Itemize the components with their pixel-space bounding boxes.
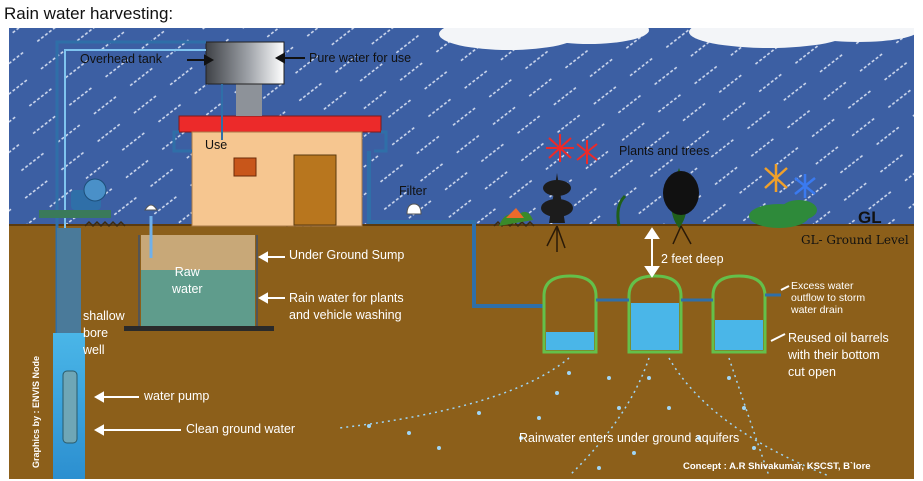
bore-well-line-2: bore bbox=[83, 326, 109, 340]
label-clean-ground-water: Clean ground water bbox=[186, 422, 296, 436]
bore-well-line-3: well bbox=[83, 343, 105, 357]
label-water-pump: water pump bbox=[144, 389, 210, 403]
label-two-feet-deep: 2 feet deep bbox=[661, 252, 724, 266]
shrub bbox=[749, 200, 817, 228]
label-rainwater-aquifers: Rainwater enters under ground aquifers bbox=[519, 431, 740, 445]
flower-blue bbox=[794, 174, 816, 198]
label-filter: Filter bbox=[399, 184, 427, 198]
rain-streaks bbox=[9, 28, 914, 228]
cloud bbox=[439, 28, 914, 50]
label-excess-water: Excess water outflow to storm water drai… bbox=[791, 280, 865, 316]
rain-water-line-1: Rain water for plants bbox=[289, 291, 404, 305]
seepage-drops bbox=[367, 371, 756, 470]
label-gl-ground-level: GL- Ground Level bbox=[801, 233, 909, 247]
excess-water-line-2: outflow to storm bbox=[791, 292, 866, 304]
label-rain-water-plants: Rain water for plants and vehicle washin… bbox=[289, 290, 404, 324]
label-pure-water: Pure water for use bbox=[309, 51, 412, 65]
depth-arrow bbox=[644, 227, 660, 278]
reused-barrels-line-2: with their bottom bbox=[788, 348, 880, 362]
excess-water-line-1: Excess water bbox=[791, 280, 854, 292]
reused-barrels-line-1: Reused oil barrels bbox=[788, 331, 889, 345]
reused-barrels-line-3: cut open bbox=[788, 365, 836, 379]
underground-sump bbox=[124, 204, 274, 331]
label-gl: GL bbox=[858, 208, 882, 227]
rainwater-harvesting-diagram: Overhead tank Pure water for use Use Fil… bbox=[9, 28, 914, 479]
overhead-tank bbox=[205, 41, 285, 85]
diagram-graphics bbox=[9, 28, 914, 479]
label-overhead-tank: Overhead tank bbox=[80, 52, 162, 66]
label-plants-trees: Plants and trees bbox=[619, 144, 710, 158]
label-concept-credit: Concept : A.R Shivakumar, KSCST, B`lore bbox=[683, 461, 871, 472]
label-raw-water: Raw water bbox=[172, 264, 203, 298]
surface-pump bbox=[39, 178, 111, 218]
label-arrows bbox=[93, 52, 790, 436]
filter-icon bbox=[406, 203, 422, 215]
label-graphics-by: Graphics by : ENVIS Node bbox=[31, 355, 41, 468]
label-use: Use bbox=[205, 138, 228, 152]
house bbox=[172, 41, 388, 227]
label-shallow-bore-well: shallow bore well bbox=[83, 308, 125, 359]
raw-water-line-1: Raw bbox=[174, 265, 200, 279]
diagram-heading: Rain water harvesting: bbox=[4, 4, 174, 23]
flower-orange bbox=[764, 164, 788, 192]
rain-water-line-2: and vehicle washing bbox=[289, 308, 402, 322]
label-under-ground-sump: Under Ground Sump bbox=[289, 248, 405, 262]
flower-red bbox=[546, 134, 598, 164]
drain-pipe bbox=[367, 151, 544, 308]
excess-water-line-3: water drain bbox=[791, 304, 843, 316]
oil-barrels bbox=[542, 274, 781, 354]
label-reused-barrels: Reused oil barrels with their bottom cut… bbox=[788, 330, 889, 381]
raw-water-line-2: water bbox=[172, 282, 203, 296]
tree bbox=[499, 168, 699, 228]
bore-well-line-1: shallow bbox=[83, 309, 125, 323]
